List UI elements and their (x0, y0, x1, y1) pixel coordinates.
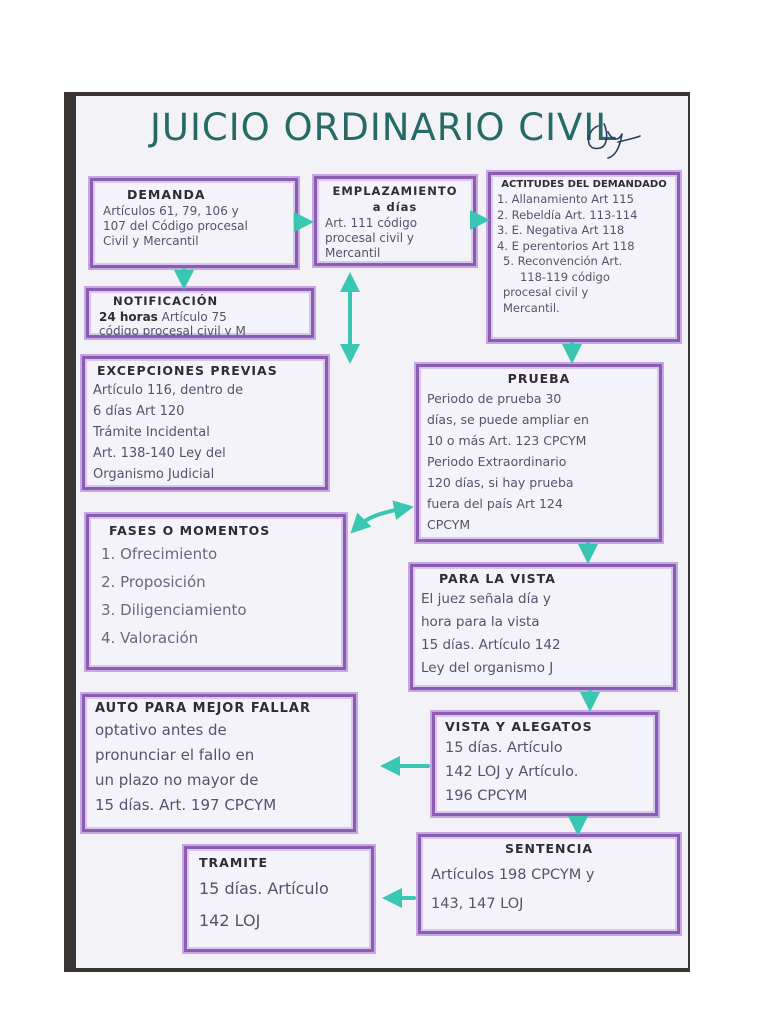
box-notificacion: NOTIFICACIÓN 24 horas Artículo 75 código… (86, 288, 314, 338)
phase-item: 1. Ofrecimiento (101, 545, 218, 563)
box-heading: PRUEBA (507, 371, 571, 386)
box-actitudes-del-demandado: ACTITUDES DEL DEMANDADO 1. Allanamiento … (488, 172, 680, 342)
box-heading: PARA LA VISTA (439, 571, 556, 586)
box-line: Organismo Judicial (93, 467, 215, 482)
arrow-prueba-fases (350, 500, 414, 534)
box-line: 120 días, si hay prueba (427, 475, 574, 490)
box-line: 196 CPCYM (445, 788, 528, 804)
box-line: Artículos 198 CPCYM y (431, 867, 595, 883)
box-line: fuera del país Art 124 (427, 496, 563, 511)
box-sentencia: SENTENCIA Artículos 198 CPCYM y 143, 147… (418, 834, 680, 934)
box-line: 15 días. Artículo 142 (421, 637, 561, 653)
box-auto-para-mejor-fallar: AUTO PARA MEJOR FALLAR optativo antes de… (82, 694, 356, 832)
box-para-la-vista: PARA LA VISTA El juez señala día y hora … (410, 564, 676, 690)
box-line: 15 días. Artículo (445, 740, 563, 756)
phase-item: 2. Proposición (101, 573, 206, 591)
notificacion-bold: 24 horas (99, 310, 158, 324)
box-line: optativo antes de (95, 721, 227, 739)
box-heading: NOTIFICACIÓN (113, 294, 219, 308)
phase-item: 3. Diligenciamiento (101, 601, 247, 619)
box-prueba: PRUEBA Periodo de prueba 30 días, se pue… (416, 364, 662, 542)
box-line: 142 LOJ (199, 911, 261, 930)
box-line: 10 o más Art. 123 CPCYM (427, 433, 587, 448)
phase-item: 4. Valoración (101, 629, 199, 647)
box-line: 143, 147 LOJ (431, 896, 524, 912)
box-line: 15 días. Artículo (199, 879, 329, 898)
box-item: 1. Allanamiento Art 115 (497, 192, 634, 206)
box-heading: FASES O MOMENTOS (109, 523, 271, 538)
box-item: Mercantil. (503, 300, 560, 315)
box-heading-sub: a días (372, 200, 418, 214)
box-item: 3. E. Negativa Art 118 (497, 223, 625, 237)
box-line: Mercantil (325, 246, 381, 260)
box-line: Civil y Mercantil (103, 234, 199, 248)
box-item: 118-119 código (509, 269, 610, 284)
box-heading: VISTA Y ALEGATOS (445, 719, 593, 734)
box-heading: SENTENCIA (504, 841, 594, 856)
box-line: Artículo 116, dentro de (93, 383, 244, 398)
box-heading: AUTO PARA MEJOR FALLAR (95, 701, 311, 716)
page-title: JUICIO ORDINARIO CIVIL (150, 106, 617, 149)
box-item: 4. E perentorios Art 118 (497, 238, 635, 253)
box-emplazamiento: EMPLAZAMIENTO a días Art. 111 código pro… (314, 176, 476, 266)
box-line: Periodo Extraordinario (427, 454, 567, 469)
box-heading: EMPLAZAMIENTO (332, 184, 458, 198)
box-fases-o-momentos: FASES O MOMENTOS 1. Ofrecimiento 2. Prop… (86, 514, 346, 670)
box-vista-y-alegatos: VISTA Y ALEGATOS 15 días. Artículo 142 L… (432, 712, 658, 816)
box-tramite: TRAMITE 15 días. Artículo 142 LOJ (184, 846, 374, 952)
box-line: procesal civil y (325, 231, 414, 245)
box-line: 6 días Art 120 (93, 404, 185, 419)
box-item: procesal civil y (503, 285, 589, 299)
box-line: 142 LOJ y Artículo. (445, 764, 579, 780)
box-line: días, se puede ampliar en (427, 412, 589, 427)
box-line: un plazo no mayor de (95, 771, 259, 789)
notificacion-rest: Artículo 75 (157, 310, 227, 324)
box-excepciones-previas: EXCEPCIONES PREVIAS Artículo 116, dentro… (82, 356, 328, 490)
box-line: El juez señala día y (421, 591, 551, 607)
box-line: Periodo de prueba 30 (427, 391, 562, 406)
box-line: 107 del Código procesal (103, 219, 248, 233)
box-line: hora para la vista (421, 614, 540, 630)
box-heading: EXCEPCIONES PREVIAS (97, 363, 278, 378)
box-heading: DEMANDA (127, 187, 206, 202)
box-line: pronunciar el fallo en (95, 746, 255, 764)
box-line: Art. 138-140 Ley del (93, 446, 226, 461)
box-line: código procesal civil y M (99, 324, 246, 338)
box-line: CPCYM (427, 517, 471, 532)
signature-mark (587, 123, 641, 159)
box-line: Art. 111 código (325, 216, 418, 230)
box-item: 5. Reconvención Art. (503, 254, 623, 268)
box-line: Artículos 61, 79, 106 y (103, 204, 239, 218)
box-line: Ley del organismo J (421, 660, 554, 676)
box-line: 24 horas Artículo 75 (99, 310, 301, 324)
box-heading: TRAMITE (199, 855, 268, 870)
box-line: Trámite Incidental (93, 425, 210, 440)
box-item: 2. Rebeldía Art. 113-114 (497, 207, 638, 222)
box-line: 15 días. Art. 197 CPCYM (95, 796, 277, 814)
box-heading: ACTITUDES DEL DEMANDADO (501, 179, 667, 190)
